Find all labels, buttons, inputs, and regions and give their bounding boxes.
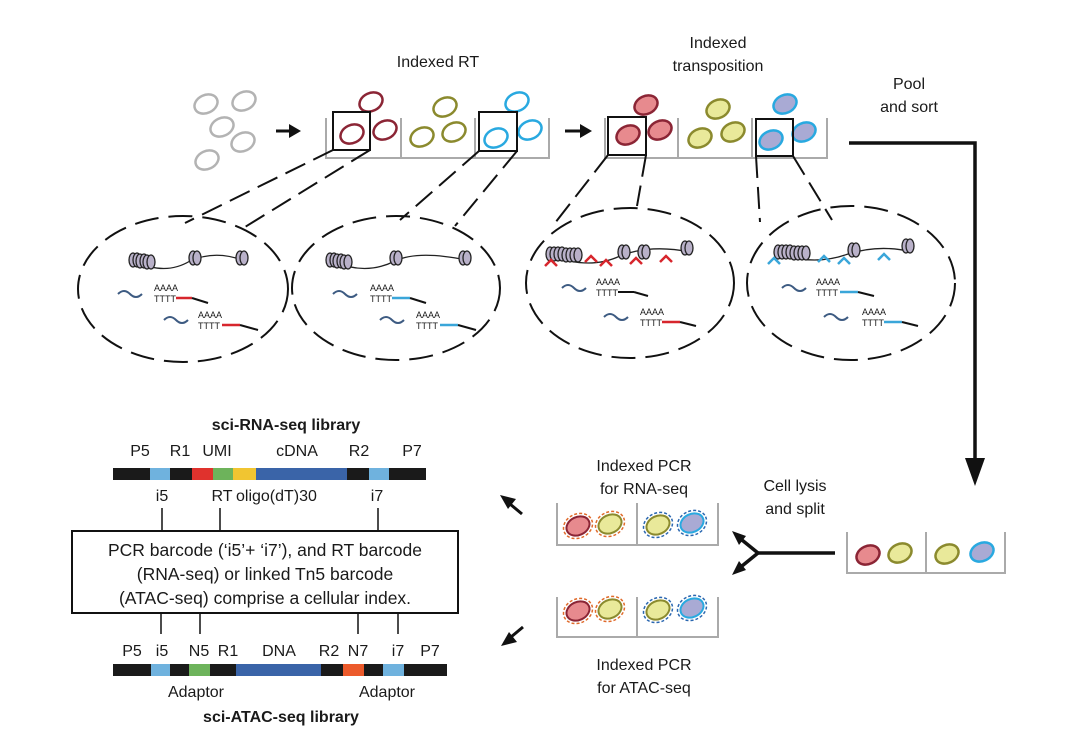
cell-lysis-label-2: and split <box>765 501 825 518</box>
svg-text:(ATAC-seq) comprise a cellular: (ATAC-seq) comprise a cellular index. <box>119 588 411 608</box>
svg-text:TTTT: TTTT <box>198 321 220 331</box>
pool-sort-label-2: and sort <box>880 99 938 116</box>
svg-text:P7: P7 <box>420 643 440 660</box>
atac-library-bar <box>113 664 447 676</box>
zoom-cell-1-content: AAAA TTTT AAAA TTTT <box>117 250 259 331</box>
svg-text:i7: i7 <box>371 488 384 505</box>
svg-text:TTTT: TTTT <box>640 318 662 328</box>
pool-arrow <box>849 141 985 486</box>
svg-text:AAAA: AAAA <box>370 283 394 293</box>
transposition-wells <box>607 93 817 157</box>
unlabeled-cells <box>193 90 257 171</box>
rna-library-title: sci-RNA-seq library <box>212 417 361 434</box>
sorted-plate <box>846 532 1006 574</box>
svg-text:P5: P5 <box>130 443 150 460</box>
svg-text:N7: N7 <box>348 643 369 660</box>
rna-library-labels-bottom: i5 RT oligo(dT)30 i7 <box>156 488 384 505</box>
svg-text:Adaptor: Adaptor <box>168 684 225 701</box>
pcr-rna-label-2: for RNA-seq <box>600 481 688 498</box>
svg-text:i5: i5 <box>156 643 169 660</box>
zoom-cell-ellipses <box>77 205 956 363</box>
svg-text:AAAA: AAAA <box>640 307 664 317</box>
cellular-index-box <box>71 530 459 614</box>
indexed-rt-label: Indexed RT <box>397 54 480 71</box>
pcr-rna-label-1: Indexed PCR <box>596 458 691 475</box>
svg-text:R2: R2 <box>349 443 370 460</box>
arrow-to-rt <box>276 124 301 138</box>
atac-library-labels-top: P5 i5 N5 R1 DNA R2 N7 i7 P7 <box>122 643 440 660</box>
rna-library-bar <box>113 468 426 480</box>
rt-wells <box>332 91 543 152</box>
arrow-to-transposition <box>565 124 592 138</box>
svg-text:R1: R1 <box>218 643 239 660</box>
svg-text:TTTT: TTTT <box>816 288 838 298</box>
svg-text:AAAA: AAAA <box>596 277 620 287</box>
pcr-rna-plate <box>556 503 719 546</box>
transposition-plate <box>604 118 828 159</box>
rt-plate <box>325 118 550 159</box>
svg-text:oligo(dT)30: oligo(dT)30 <box>236 488 317 505</box>
svg-text:AAAA: AAAA <box>816 277 840 287</box>
pool-sort-label-1: Pool <box>893 76 925 93</box>
pcr-atac-plate <box>556 594 719 638</box>
svg-text:DNA: DNA <box>262 643 296 660</box>
svg-text:(RNA-seq) or linked Tn5 barcod: (RNA-seq) or linked Tn5 barcode <box>137 564 393 584</box>
cell-lysis-label-1: Cell lysis <box>763 478 826 495</box>
rna-library-connectors <box>161 508 379 531</box>
svg-text:AAAA: AAAA <box>198 310 222 320</box>
indexed-transposition-label-1: Indexed <box>690 35 747 52</box>
svg-text:P5: P5 <box>122 643 142 660</box>
svg-text:AAAA: AAAA <box>416 310 440 320</box>
svg-text:P7: P7 <box>402 443 422 460</box>
svg-text:UMI: UMI <box>202 443 231 460</box>
svg-text:i5: i5 <box>156 488 169 505</box>
svg-text:TTTT: TTTT <box>370 294 392 304</box>
svg-text:TTTT: TTTT <box>154 294 176 304</box>
svg-text:AAAA: AAAA <box>154 283 178 293</box>
atac-library-connectors <box>160 613 399 634</box>
svg-text:TTTT: TTTT <box>596 288 618 298</box>
svg-text:R2: R2 <box>319 643 340 660</box>
zoom-cell-3-content: AAAA TTTT AAAA TTTT <box>544 240 697 328</box>
zoom-lines <box>184 149 833 228</box>
indexed-transposition-label-2: transposition <box>673 58 764 75</box>
pcr-atac-label-2: for ATAC-seq <box>597 680 691 697</box>
svg-text:cDNA: cDNA <box>276 443 318 460</box>
svg-text:TTTT: TTTT <box>862 318 884 328</box>
svg-text:PCR barcode (‘i5’+ ‘i7’), and: PCR barcode (‘i5’+ ‘i7’), and RT barcode <box>108 540 422 560</box>
zoom-cell-4-content: AAAA TTTT AAAA TTTT <box>767 238 919 328</box>
arrow-to-atac-library <box>501 625 524 646</box>
arrow-to-rna-library <box>500 495 523 516</box>
svg-text:TTTT: TTTT <box>416 321 438 331</box>
svg-text:i7: i7 <box>392 643 405 660</box>
svg-text:N5: N5 <box>189 643 210 660</box>
pcr-atac-label-1: Indexed PCR <box>596 657 691 674</box>
svg-text:AAAA: AAAA <box>862 307 886 317</box>
split-arrow <box>732 531 835 575</box>
rna-library-labels-top: P5 R1 UMI cDNA R2 P7 <box>130 443 422 460</box>
svg-text:Adaptor: Adaptor <box>359 684 416 701</box>
svg-text:R1: R1 <box>170 443 191 460</box>
atac-library-labels-bottom: Adaptor Adaptor <box>168 684 416 701</box>
zoom-cell-2-content: AAAA TTTT AAAA TTTT <box>325 250 477 331</box>
cellular-index-text: PCR barcode (‘i5’+ ‘i7’), and RT barcode… <box>108 540 422 608</box>
atac-library-title: sci-ATAC-seq library <box>203 709 359 726</box>
svg-text:RT: RT <box>211 488 232 505</box>
